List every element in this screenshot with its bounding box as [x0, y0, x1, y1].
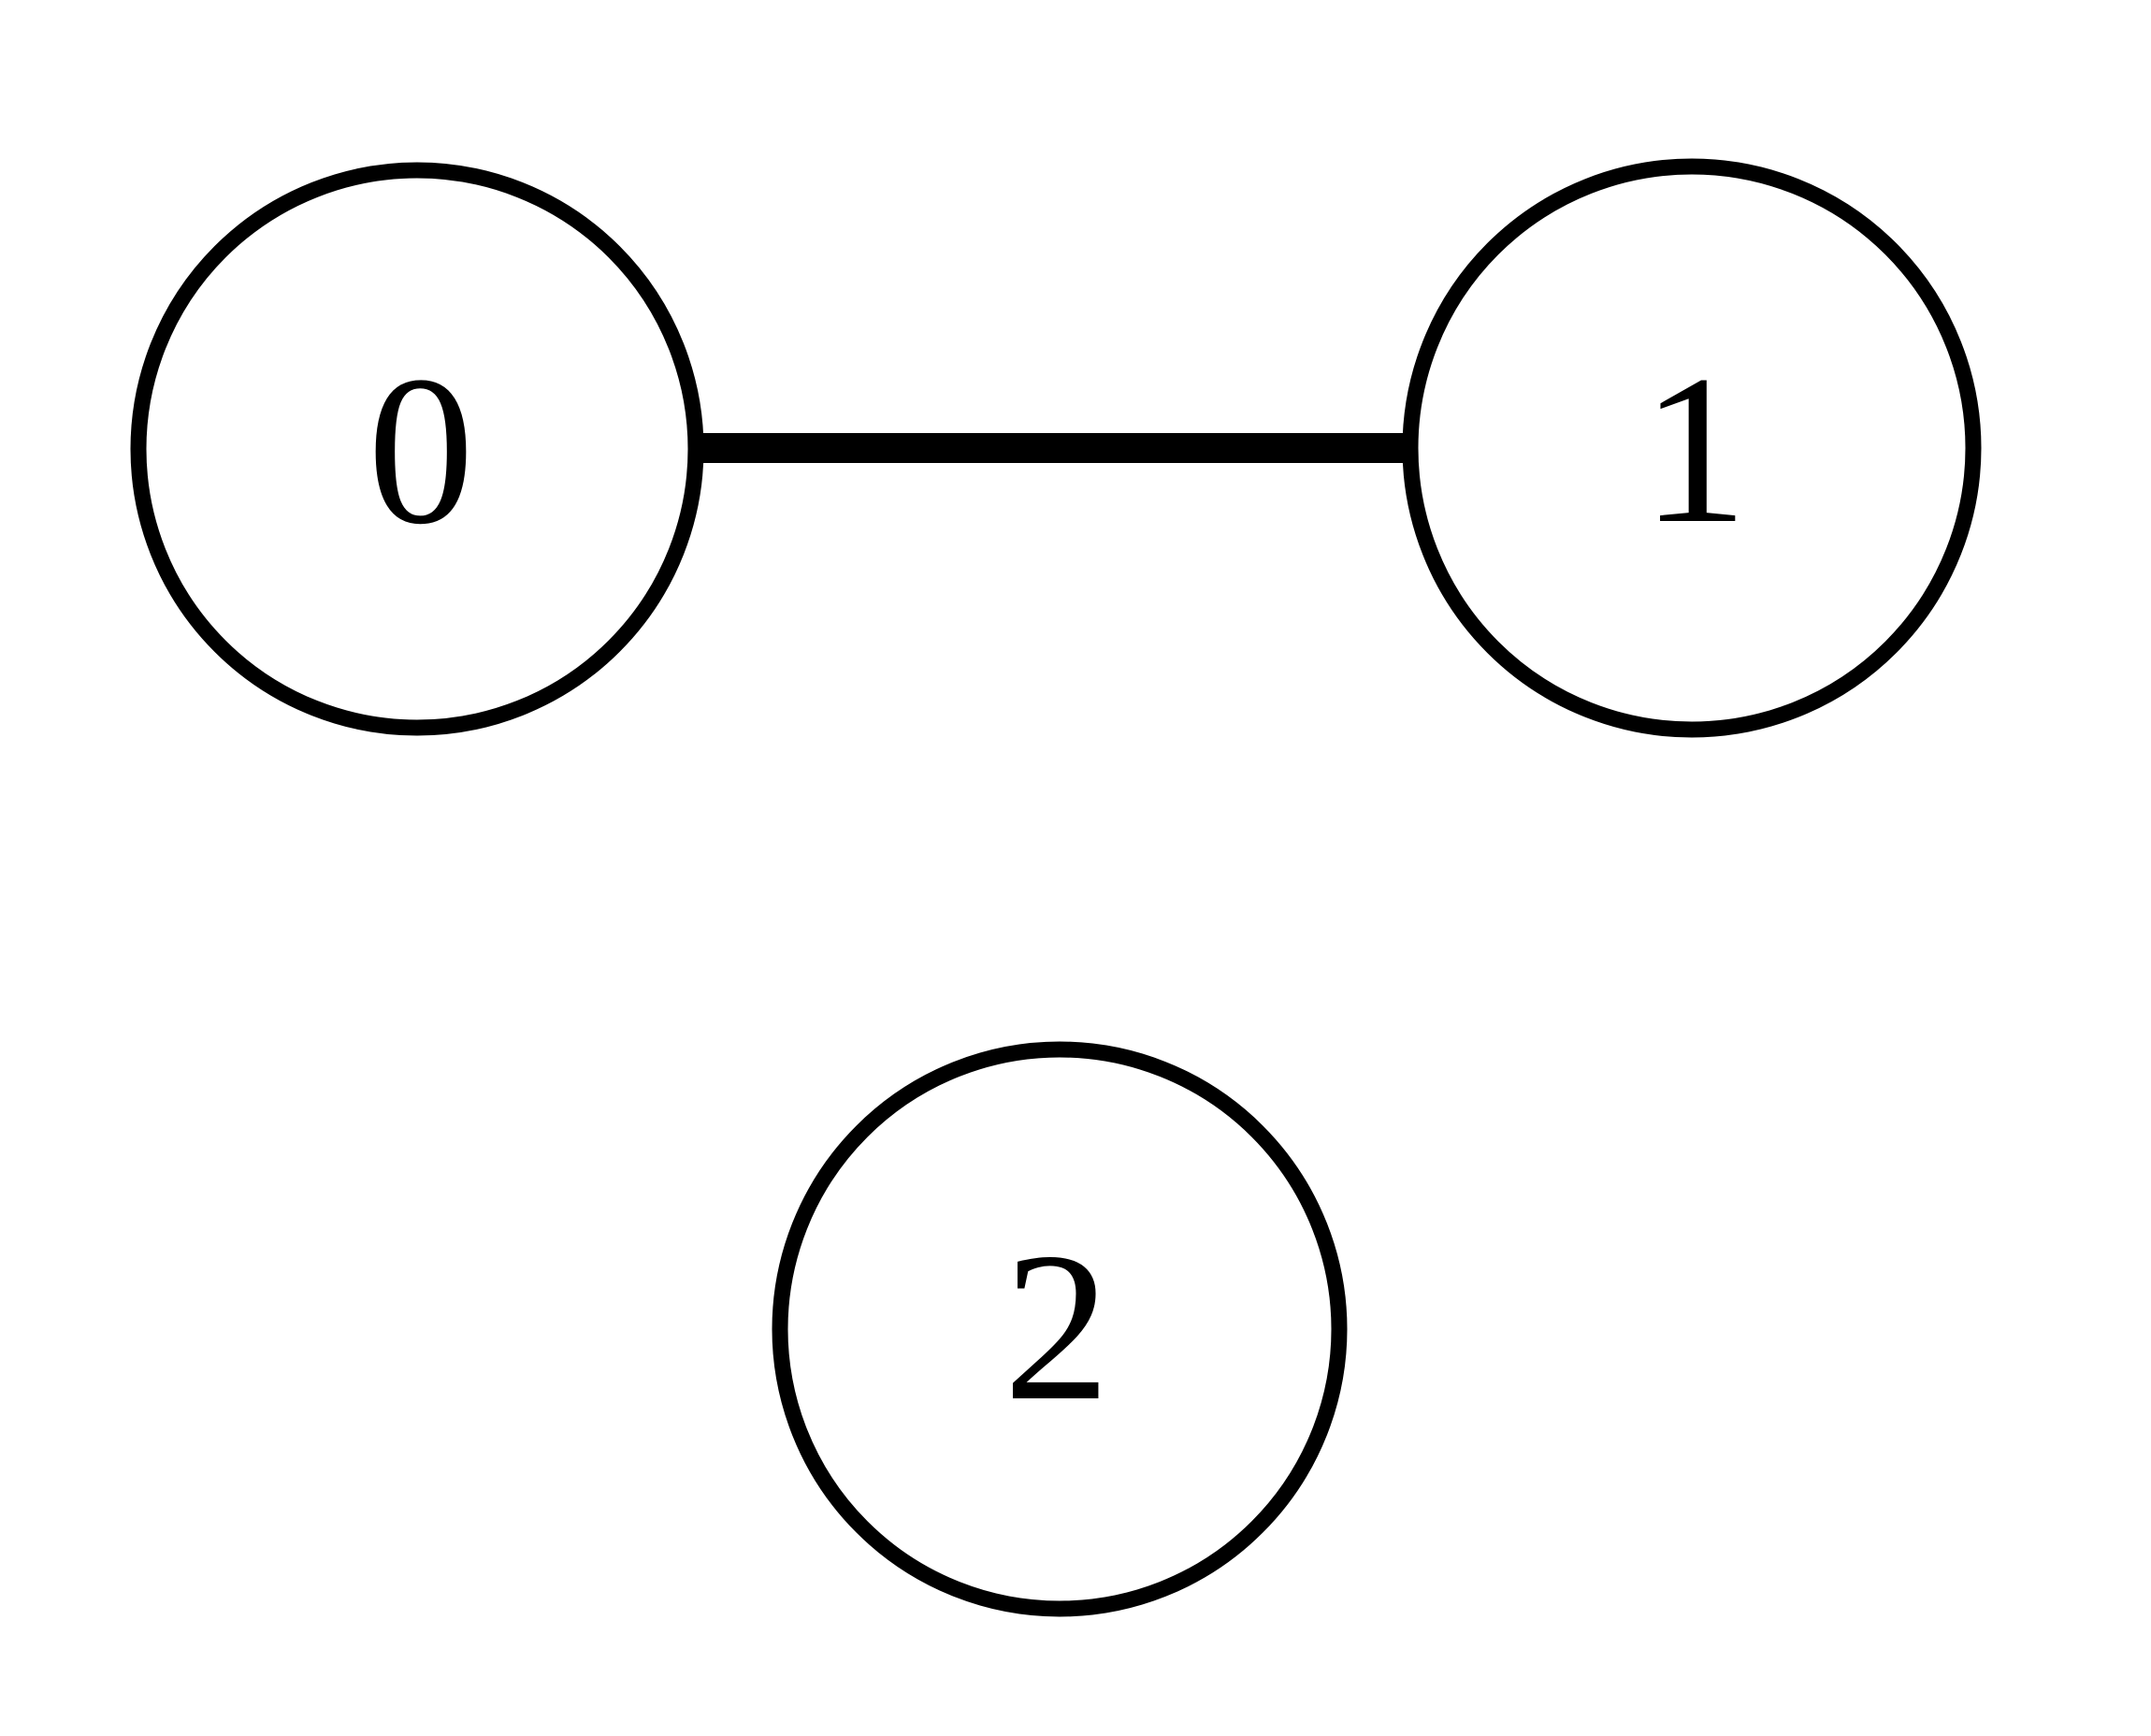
- node-0-label: 0: [368, 333, 474, 569]
- node-1[interactable]: 1: [1402, 158, 1982, 738]
- node-1-circle[interactable]: [1402, 158, 1982, 738]
- node-layer: 0 1 2: [130, 158, 1982, 1617]
- node-1-label: 1: [1641, 332, 1748, 568]
- node-2-circle[interactable]: [772, 1041, 1348, 1617]
- node-2[interactable]: 2: [772, 1041, 1348, 1617]
- node-0-circle[interactable]: [130, 162, 704, 736]
- node-0[interactable]: 0: [130, 162, 704, 736]
- node-2-label: 2: [1003, 1209, 1110, 1445]
